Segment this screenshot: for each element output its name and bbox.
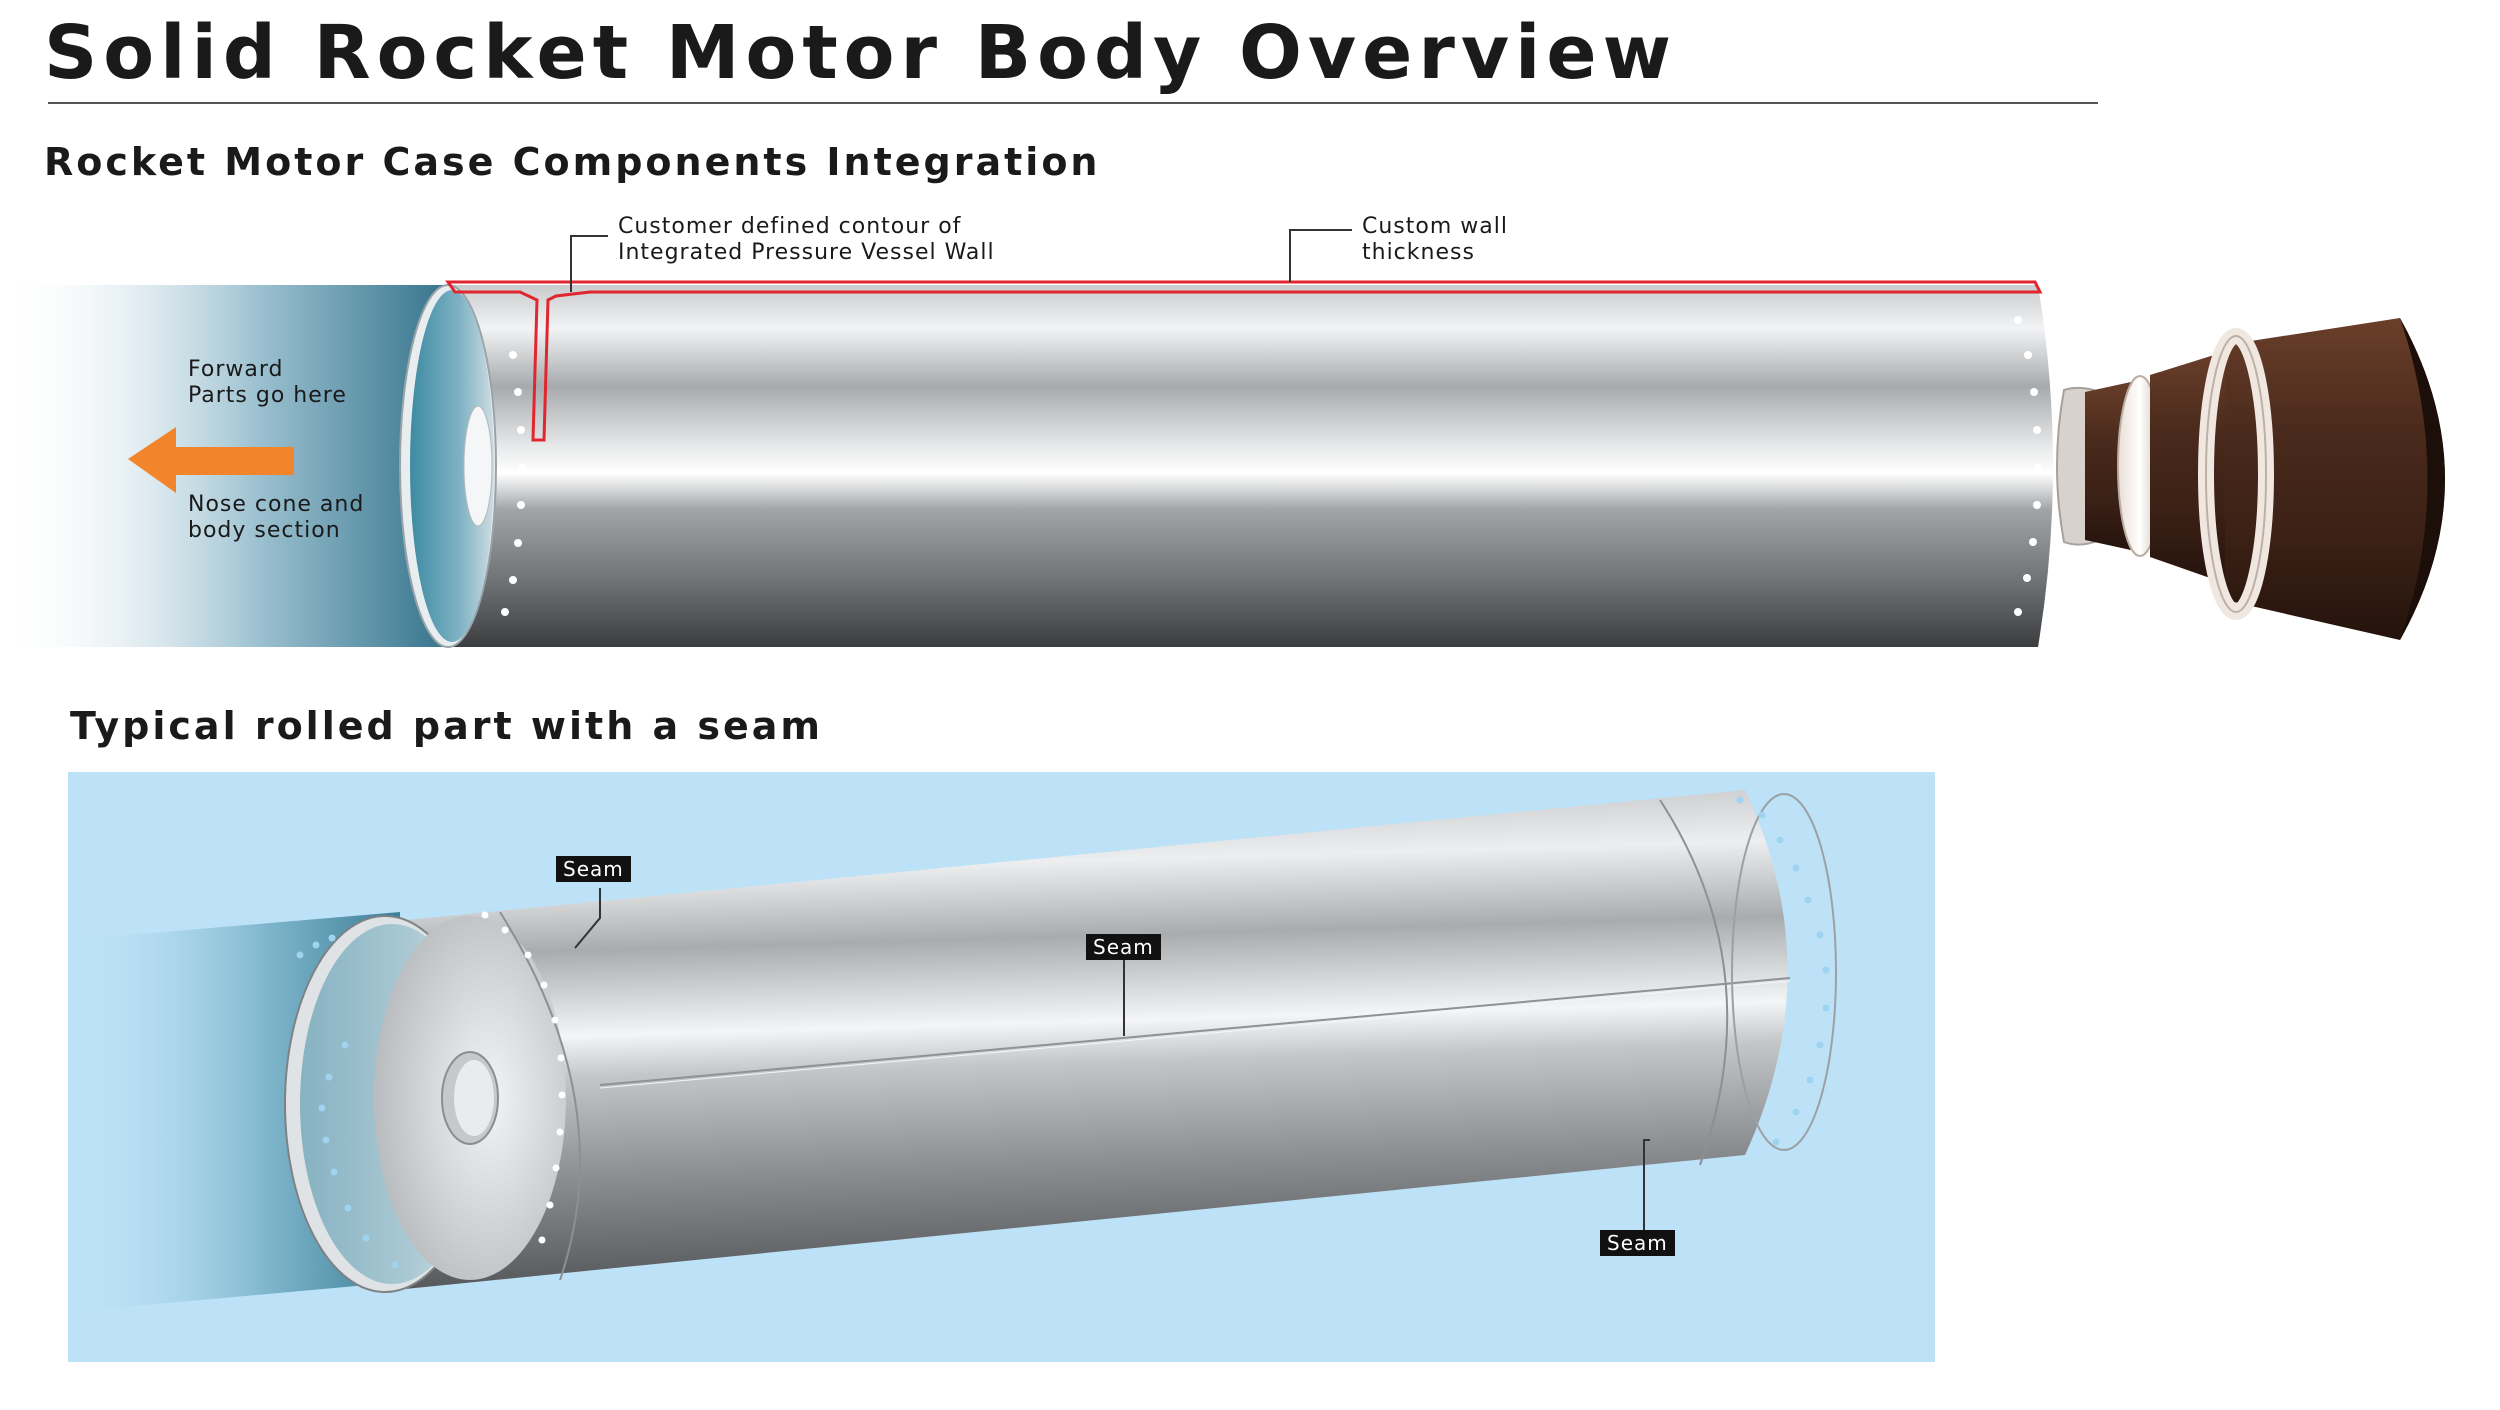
seam-label-forward: Seam [556, 856, 631, 882]
pressure-vessel-contour-outline [445, 280, 2043, 442]
contour-callout-label: Customer defined contour of Integrated P… [618, 214, 995, 265]
seam-label-longitudinal: Seam [1086, 934, 1161, 960]
section-heading-components: Rocket Motor Case Components Integration [44, 140, 1101, 184]
rolled-cylinder-body [385, 790, 1788, 1290]
wall-callout-line [1289, 229, 1352, 282]
rolled-aft-holes [1736, 796, 1830, 1146]
forward-ring-seam [499, 911, 581, 1281]
seam-callout-line-1 [574, 888, 601, 949]
aft-rivet-row [2014, 316, 2042, 616]
motor-case-cylinder [448, 285, 2053, 647]
nozzle-exit-cone [2225, 318, 2445, 640]
seam-callout-line-3 [1643, 1139, 1650, 1230]
rolled-ring-holes [481, 911, 566, 1244]
forward-parts-label: Forward Parts go here [188, 357, 347, 408]
nose-cone-label: Nose cone and body section [188, 492, 365, 543]
forward-arrow-icon [128, 427, 294, 493]
longitudinal-seam [599, 977, 1791, 1086]
seam-label-aft: Seam [1600, 1230, 1675, 1256]
title-divider [48, 102, 2098, 104]
motor-case-assembly [0, 229, 2445, 648]
rolled-forward-holes [296, 934, 399, 1269]
case-inner-wall [410, 290, 494, 642]
rolled-part-assembly [68, 790, 1837, 1312]
nozzle-assembly [2056, 318, 2445, 640]
aft-ring-seam [1659, 799, 1729, 1166]
contour-callout-line [570, 235, 608, 292]
page-title: Solid Rocket Motor Body Overview [44, 10, 1677, 96]
forward-rivet-row [501, 351, 526, 616]
section-heading-rolled-part: Typical rolled part with a seam [70, 704, 823, 748]
wall-thickness-label: Custom wall thickness [1362, 214, 1508, 265]
case-bulkhead-port [463, 405, 493, 527]
